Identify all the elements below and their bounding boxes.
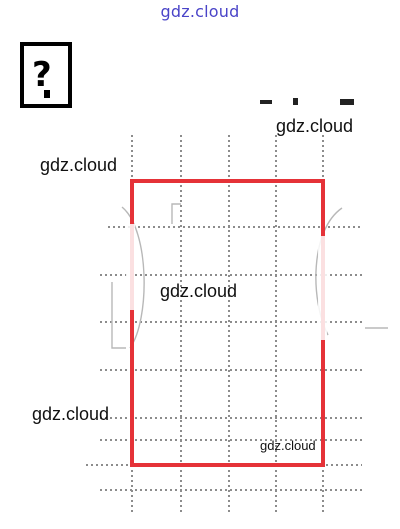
watermark-label: gdz.cloud (32, 404, 110, 424)
watermark-label-small: gdz.cloud (260, 438, 316, 453)
watermark-label: gdz.cloud (160, 281, 238, 301)
question-glyph: ? (32, 55, 52, 95)
watermark-label: gdz.cloud (276, 116, 354, 136)
notch (171, 203, 181, 224)
question-mark-square-icon: ? (20, 42, 72, 108)
cutoff-marks (260, 98, 354, 105)
left-bracket (111, 282, 126, 349)
site-header-link[interactable]: gdz.cloud (160, 2, 240, 21)
watermark-label: gdz.cloud (40, 155, 118, 175)
scan-smudges (126, 224, 327, 340)
